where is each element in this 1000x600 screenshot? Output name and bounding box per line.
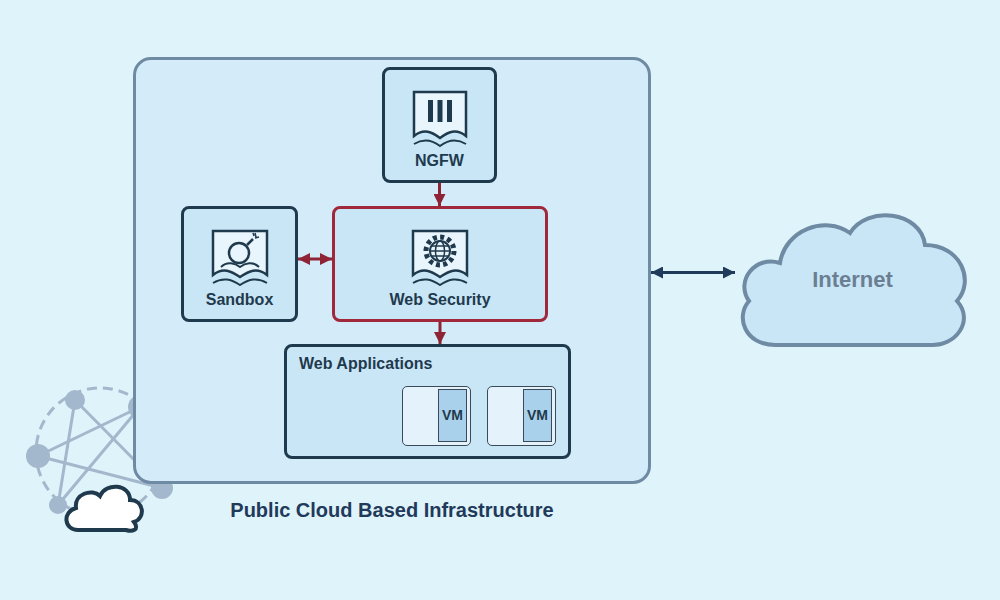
node-label: Sandbox — [206, 291, 274, 309]
node-label: Web Applications — [299, 355, 432, 373]
firewall-box: NGFW — [382, 67, 497, 183]
vm-box: VM — [402, 386, 471, 446]
connector-arrow — [298, 258, 332, 261]
vm-box: VM — [487, 386, 556, 446]
internet-cloud: Internet — [735, 205, 970, 350]
sandbox-box: Sandbox — [181, 206, 298, 322]
connector-arrow — [439, 322, 442, 344]
firewall-icon — [410, 88, 470, 150]
web-security-icon — [409, 227, 471, 289]
small-cloud — [66, 487, 141, 531]
cloud-infrastructure-region: Public Cloud Based Infrastructure NGFW S… — [133, 57, 651, 484]
vm-label: VM — [523, 389, 552, 442]
network-dot — [26, 444, 50, 468]
connector-arrow — [438, 183, 441, 206]
sandbox-icon — [209, 227, 271, 289]
web-applications-box: Web ApplicationsVM VM — [284, 344, 571, 459]
connector-arrow — [651, 271, 735, 274]
node-label: Internet — [812, 267, 893, 293]
network-dot — [49, 496, 67, 514]
vm-label: VM — [438, 389, 467, 442]
node-label: Web Security — [389, 291, 490, 309]
network-dot — [65, 390, 85, 410]
web-security-box: Web Security — [332, 206, 548, 322]
region-label: Public Cloud Based Infrastructure — [230, 499, 553, 522]
node-label: NGFW — [415, 152, 464, 170]
